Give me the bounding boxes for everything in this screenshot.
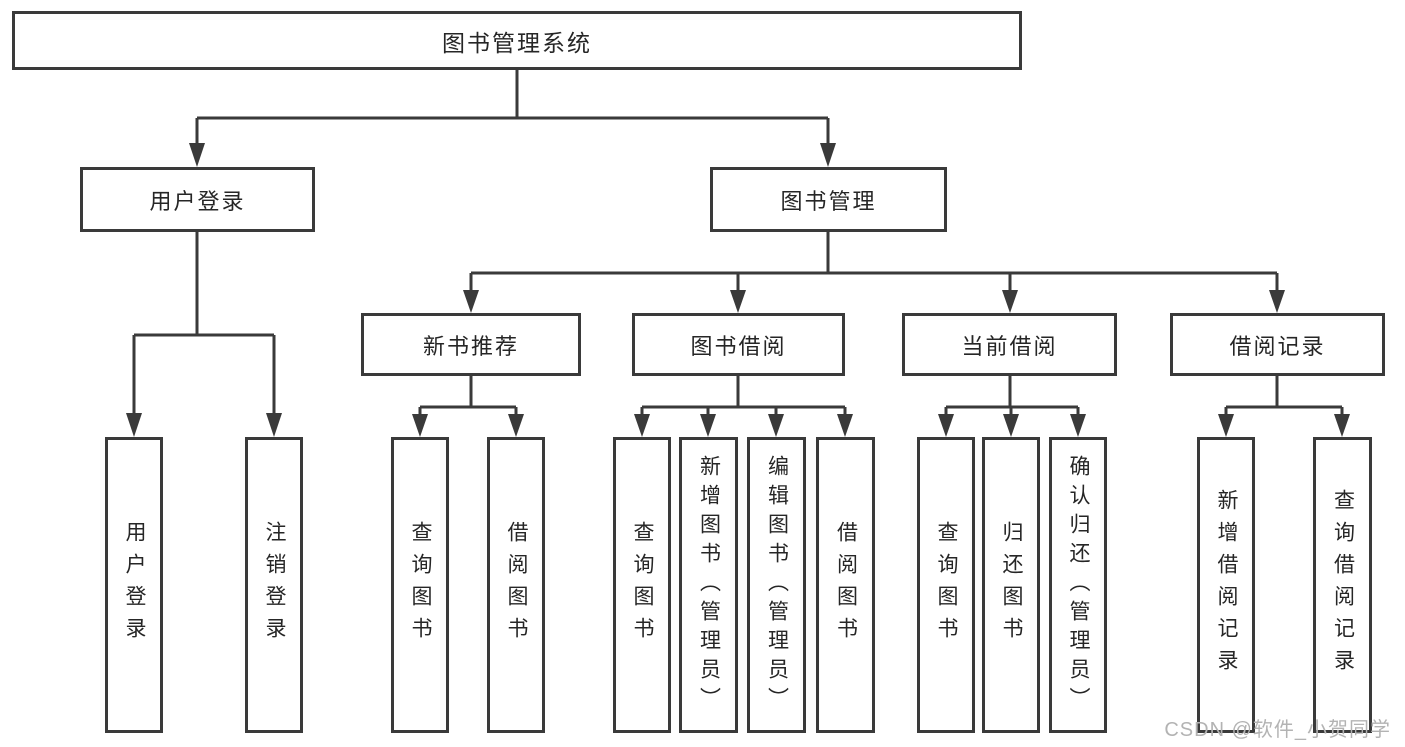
connector-book-management-children [463, 232, 1285, 313]
node-current-borrowing: 当前借阅 [902, 313, 1117, 376]
node-confirm-return-admin: 确认归还（管理员） [1049, 437, 1107, 733]
node-user-login: 用户登录 [105, 437, 163, 733]
node-logout: 注销登录 [245, 437, 303, 733]
node-add-books-admin: 新增图书（管理员） [679, 437, 738, 733]
node-label: 查询借阅记录 [1331, 489, 1355, 681]
node-label: 当前借阅 [961, 333, 1058, 359]
node-label: 图书管理系统 [442, 29, 592, 56]
node-label: 编辑图书（管理员） [765, 454, 789, 716]
node-recommend-query-books: 查询图书 [391, 437, 449, 733]
node-label: 借阅记录 [1229, 333, 1326, 359]
node-label: 新书推荐 [422, 333, 519, 359]
node-label: 借阅图书 [505, 521, 529, 649]
node-add-borrow-record: 新增借阅记录 [1197, 437, 1255, 733]
node-label: 用户登录 [149, 188, 246, 214]
node-label: 查询图书 [409, 521, 433, 649]
node-library-management-system: 图书管理系统 [12, 11, 1022, 70]
node-edit-books-admin: 编辑图书（管理员） [747, 437, 806, 733]
connector-user-login-children [126, 232, 282, 437]
node-recommend-borrow-books: 借阅图书 [487, 437, 545, 733]
node-label: 查询图书 [935, 521, 959, 649]
node-label: 图书借阅 [690, 333, 787, 359]
node-book-borrowing: 图书借阅 [632, 313, 845, 376]
node-label: 用户登录 [123, 521, 147, 649]
node-book-management: 图书管理 [710, 167, 947, 232]
node-borrowing-records: 借阅记录 [1170, 313, 1385, 376]
connector-borrowing-records-children [1218, 376, 1350, 437]
node-borrowing-borrow-books: 借阅图书 [816, 437, 875, 733]
node-label: 图书管理 [780, 188, 877, 214]
connector-book-borrowing-children [634, 376, 853, 437]
node-query-borrow-record: 查询借阅记录 [1313, 437, 1372, 733]
node-label: 查询图书 [631, 521, 655, 649]
node-label: 新增借阅记录 [1215, 489, 1239, 681]
node-label: 新增图书（管理员） [697, 454, 721, 716]
node-user-login-group: 用户登录 [80, 167, 315, 232]
csdn-watermark: CSDN @软件_小贺同学 [1164, 719, 1391, 741]
node-current-query-books: 查询图书 [917, 437, 975, 733]
node-borrowing-query-books: 查询图书 [613, 437, 671, 733]
node-label: 借阅图书 [834, 521, 858, 649]
node-return-books: 归还图书 [982, 437, 1040, 733]
node-new-book-recommend: 新书推荐 [361, 313, 581, 376]
node-label: 确认归还（管理员） [1067, 454, 1091, 716]
connector-current-borrowing-children [938, 376, 1086, 437]
node-label: 归还图书 [1000, 521, 1024, 649]
node-label: 注销登录 [263, 521, 287, 649]
connector-new-book-recommend-children [412, 376, 524, 437]
connector-root-to-level2 [189, 70, 836, 167]
